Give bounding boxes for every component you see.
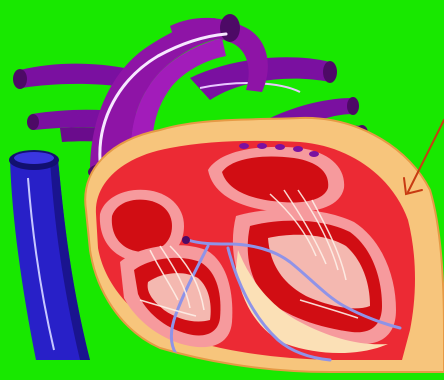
av-node [182,236,190,244]
